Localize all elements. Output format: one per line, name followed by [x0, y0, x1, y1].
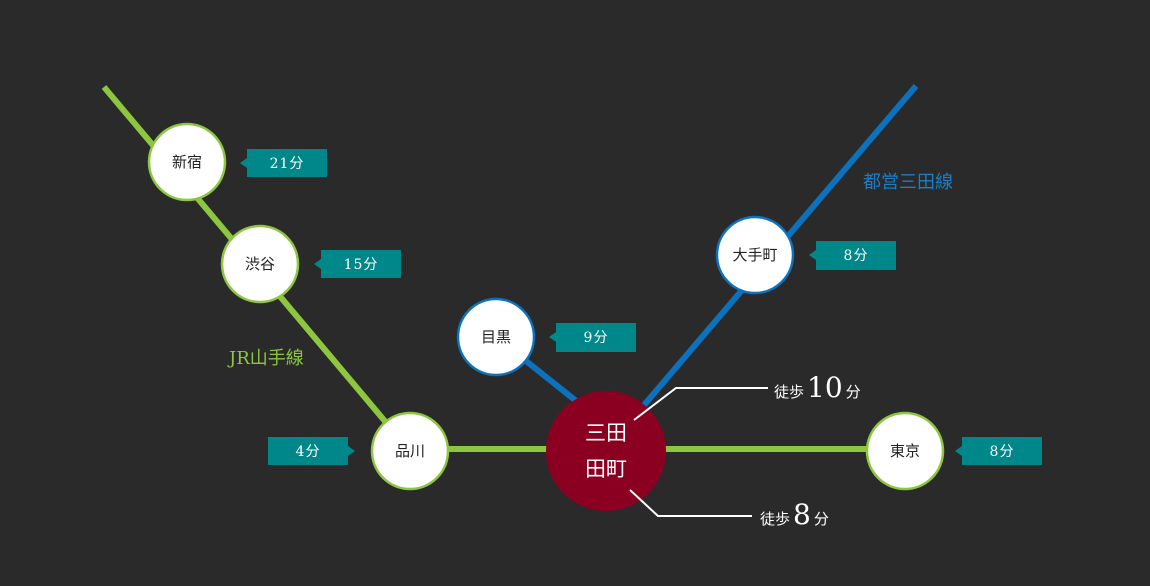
walk-lower-number: 8: [793, 498, 811, 531]
station-otemachi-label: 大手町: [732, 246, 777, 264]
station-meguro-circle: [456, 297, 536, 377]
hub-name-line1: 三田: [585, 421, 627, 445]
walk-upper-number: 10: [807, 371, 843, 404]
time-badge-tokyo: 8分: [955, 437, 1042, 465]
walk-callout-line-upper: [633, 387, 768, 421]
time-text-tokyo: 8分: [990, 444, 1015, 460]
mita-line-name: 都営三田線: [863, 172, 953, 193]
station-meguro-label: 目黒: [481, 328, 511, 346]
walk-callout-line-lower: [629, 489, 752, 517]
yamanote-line-name: JR山手線: [227, 348, 304, 369]
time-badge-shibuya: 15分: [314, 250, 401, 278]
time-text-shinjuku: 21分: [270, 156, 305, 172]
walk-lower-prefix: 徒歩: [760, 510, 790, 528]
time-badge-otemachi: 8分: [809, 241, 896, 270]
walk-upper-prefix: 徒歩: [774, 383, 804, 401]
station-otemachi-circle: [715, 215, 795, 295]
hub-station-circle: [546, 391, 666, 511]
walk-upper-suffix: 分: [846, 383, 861, 401]
station-shibuya-circle: [220, 224, 300, 304]
station-shibuya-label: 渋谷: [245, 255, 275, 273]
station-shinjuku-label: 新宿: [172, 153, 202, 171]
time-text-otemachi: 8分: [844, 248, 869, 264]
time-text-shibuya: 15分: [344, 257, 379, 273]
time-badge-shinagawa: 4分: [268, 437, 355, 465]
time-text-shinagawa: 4分: [296, 444, 321, 460]
walk-lower-suffix: 分: [814, 510, 829, 528]
time-badge-meguro: 9分: [549, 323, 636, 352]
time-badge-shinjuku: 21分: [240, 149, 327, 177]
station-shinjuku-circle: [147, 122, 227, 202]
station-shinagawa-circle: [370, 411, 450, 491]
hub-name-line2: 田町: [585, 457, 627, 481]
station-tokyo-circle: [865, 411, 945, 491]
station-shinagawa-label: 品川: [395, 442, 425, 460]
station-tokyo-label: 東京: [890, 442, 920, 460]
time-text-meguro: 9分: [584, 330, 609, 346]
